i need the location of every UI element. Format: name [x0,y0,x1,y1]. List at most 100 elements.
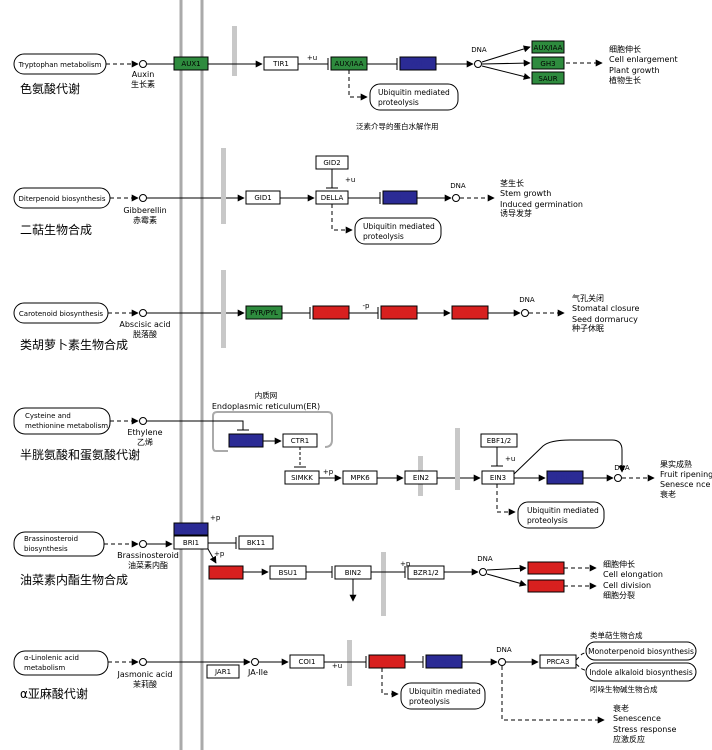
gene-box-aux-iaa-2[interactable] [531,40,565,54]
dashed-marker [221,148,226,224]
ubiquitin-label-zh: 泛素介导的蛋白水解作用 [356,121,439,131]
outcome-label: 诱导发芽 [500,208,532,218]
gene-box-bak1[interactable] [173,522,209,536]
source-pathway-label: α-Linolenic acid [24,654,79,662]
source-pathway-label: Diterpenoid biosynthesis [19,195,106,203]
outcome-label: Fruit ripening [660,470,712,479]
ubiquitin-proteolysis-pill[interactable] [517,501,605,529]
gene-label: ERF1 [556,474,574,482]
outcome-label: Plant growth [609,66,660,75]
gene-label: TIR1 [272,60,289,68]
gene-label: SnRK2 [388,309,411,317]
dna-label: DNA [450,182,466,190]
ubiquitin-label: Ubiquitin mediated [527,506,599,515]
proteolysis-label: proteolysis [527,516,568,525]
gene-box-gh3[interactable] [531,56,565,70]
gene-label: BK11 [247,539,265,547]
dna-node [452,194,460,202]
gene-box-ebf[interactable] [480,433,518,448]
source-pathway-label: methionine metabolism [25,422,108,430]
hormone-label-zh: 赤霉素 [133,215,157,225]
outcome-label: 果实成熟 [660,459,692,469]
dna-label: DNA [496,646,512,654]
source-pathway-label: biosynthesis [24,545,68,553]
source-pathway-label: metabolism [24,664,65,672]
proteolysis-label: proteolysis [409,697,450,706]
ubiquitin-proteolysis-pill[interactable] [400,682,486,710]
indole-alkaloid-label-zh: 吲哚生物碱生物合成 [590,684,658,694]
modification-label: +p [400,560,411,568]
compound-node [251,658,259,666]
outcome-label: Stress response [613,725,677,734]
pathway-abscisic-acid: Carotenoid biosynthesis 类胡萝卜素生物合成 Abscis… [13,270,639,352]
outcome-label: Cell elongation [603,570,663,579]
pathway-jasmonic-acid: α-Linolenic acid metabolism α亚麻酸代谢 Jasmo… [13,630,697,744]
gene-label: JAR1 [214,668,231,676]
gene-label: BAK1 [182,526,201,534]
monoterpenoid-label: Monoterpenoid biosynthesis [588,647,694,656]
outcome-label: 植物生长 [609,75,641,85]
monoterpenoid-pill[interactable] [585,641,697,661]
gene-label: CYCD3 [534,583,557,591]
source-pathway-label: Tryptophan metabolism [18,61,102,69]
gene-label: AUX1 [181,60,200,68]
dna-node [474,60,482,68]
pathway-auxin: Tryptophan metabolism 色氨酸代谢 Auxin 生长素 AU… [13,26,678,131]
pathway-title-zh: 油菜素内酯生物合成 [20,572,128,587]
gene-label: TCH4 [536,565,556,573]
hormone-label-zh: 油菜素内酯 [128,560,168,570]
outcome-label: Induced germination [500,200,583,209]
outcome-label: Senesce nce [660,480,710,489]
gene-label: ETR [239,437,253,445]
gene-label: PP2C [322,309,340,317]
ubiquitin-proteolysis-pill[interactable] [369,83,459,111]
outcome-label: 气孔关闭 [572,293,604,303]
pathway-ethylene: Cysteine and methionine metabolism 半胱氨酸和… [13,390,712,529]
gene-label: PYR/PYL [250,309,278,317]
hormone-label-zh: 茉莉酸 [133,679,157,689]
er-label-zh: 内质网 [255,390,278,400]
gene-box-bki1[interactable] [238,535,274,550]
ubiquitin-proteolysis-pill[interactable] [354,217,442,245]
compound-node [139,540,147,548]
proteolysis-label: proteolysis [363,232,404,241]
proteolysis-label: proteolysis [378,98,419,107]
indole-alkaloid-pill[interactable] [585,662,697,682]
pathway-title-zh: α亚麻酸代谢 [20,686,88,701]
modification-label: +p [210,514,221,522]
hormone-label-zh: 生长素 [131,79,155,89]
pathway-title-zh: 半胱氨酸和蛋氨酸代谢 [20,447,140,462]
cell-membrane [179,0,204,750]
modification-label: +u [345,176,355,184]
gene-label: MPK6 [350,474,370,482]
dna-node [614,474,622,482]
ubiquitin-label: Ubiquitin mediated [409,687,481,696]
gene-label: TF [395,194,404,202]
dna-label: DNA [477,555,493,563]
ubiquitin-label: Ubiquitin mediated [378,88,450,97]
dashed-marker [381,552,386,616]
compound-node [139,194,147,202]
er-label: Endoplasmic reticulum(ER) [212,402,320,411]
gene-box-prca3[interactable] [539,654,577,669]
gene-label: BRI1 [183,539,199,547]
outcome-label: 衰老 [613,703,629,713]
indole-alkaloid-label: Indole alkaloid biosynthesis [589,668,693,677]
gene-label: AUX/IAA [335,60,364,68]
source-pathway-pill[interactable] [13,650,109,676]
outcome-label: Cell enlargement [609,55,678,64]
gene-label: BSU1 [279,569,298,577]
hormone-label: Ethylene [127,428,162,437]
compound-node [139,60,147,68]
gene-label: AUX/IAA [534,44,563,52]
gene-box-saur[interactable] [531,71,565,85]
dna-node [498,658,506,666]
outcome-label: 细胞伸长 [609,44,641,54]
gene-label: ARF [411,60,425,68]
outcome-label: 茎生长 [500,178,524,188]
compound-node [139,658,147,666]
outcome-label: Senescence [613,714,661,723]
gene-box-jar1[interactable] [206,664,240,679]
dashed-marker [347,640,352,686]
